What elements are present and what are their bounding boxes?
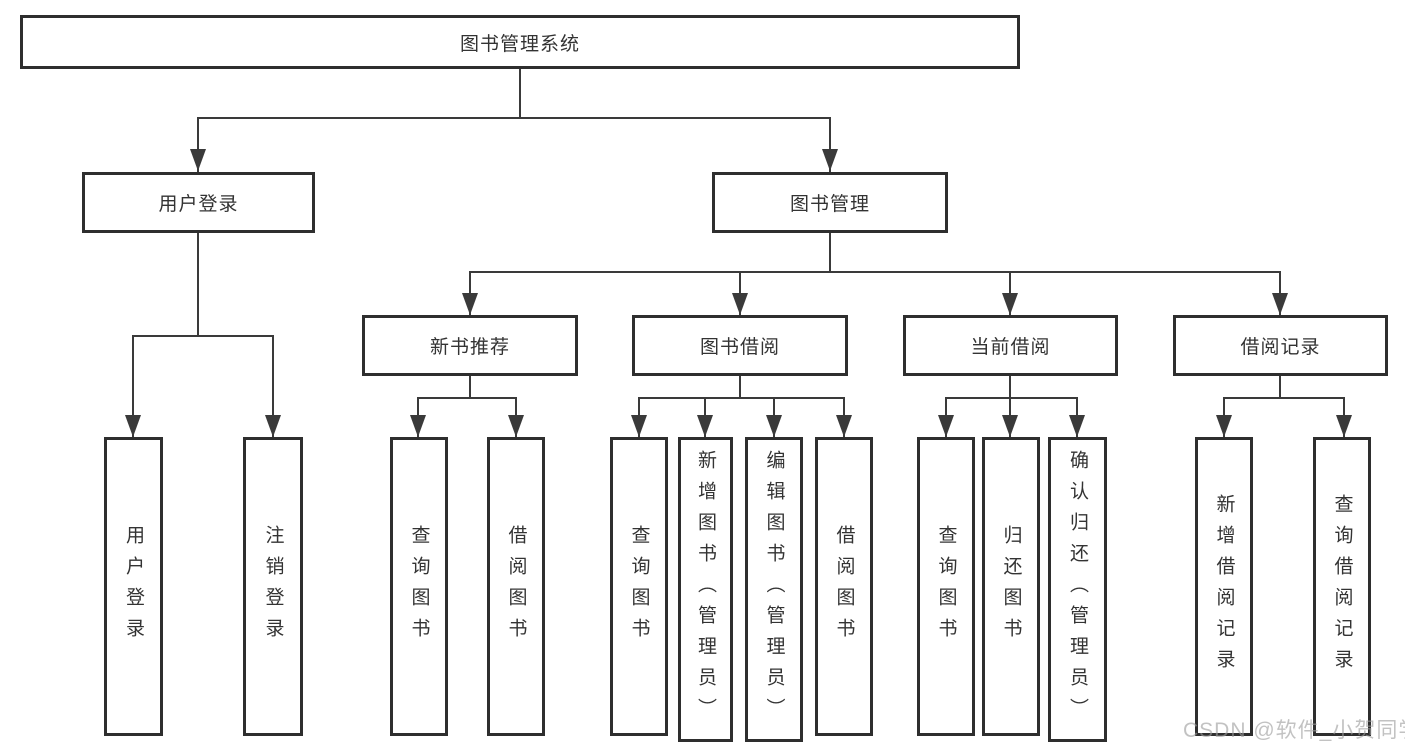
- leaf-edit-books-admin: 编辑图书（管理员）: [745, 437, 803, 742]
- connector-line: [417, 397, 517, 399]
- connector-line: [638, 397, 845, 399]
- node-book-management: 图书管理: [712, 172, 948, 233]
- arrowhead-icon: [938, 415, 954, 437]
- node-user-login: 用户登录: [82, 172, 315, 233]
- node-book-borrowing: 图书借阅: [632, 315, 848, 376]
- connector-line: [469, 376, 471, 399]
- connector-line: [197, 117, 831, 119]
- leaf-return-books: 归还图书: [982, 437, 1040, 736]
- leaf-label: 编辑图书（管理员）: [763, 450, 785, 729]
- leaf-query-books-borrowing: 查询图书: [610, 437, 668, 736]
- leaf-label: 查询借阅记录: [1331, 493, 1353, 680]
- leaf-query-books-current: 查询图书: [917, 437, 975, 736]
- leaf-label: 借阅图书: [505, 524, 527, 649]
- connector-line: [272, 335, 274, 437]
- leaf-query-books-recommend: 查询图书: [390, 437, 448, 736]
- connector-line: [739, 376, 741, 399]
- arrowhead-icon: [766, 415, 782, 437]
- leaf-user-login: 用户登录: [104, 437, 163, 736]
- arrowhead-icon: [836, 415, 852, 437]
- arrowhead-icon: [1002, 415, 1018, 437]
- connector-line: [1279, 376, 1281, 399]
- node-label: 新书推荐: [429, 337, 510, 358]
- node-label: 图书管理: [789, 194, 870, 215]
- arrowhead-icon: [1002, 293, 1018, 315]
- leaf-confirm-return-admin: 确认归还（管理员）: [1048, 437, 1107, 742]
- leaf-label: 新增借阅记录: [1213, 493, 1235, 680]
- node-library-management-system: 图书管理系统: [20, 15, 1020, 69]
- leaf-label: 查询图书: [935, 524, 957, 649]
- node-label: 图书借阅: [699, 337, 780, 358]
- connector-line: [132, 335, 274, 337]
- connector-line: [132, 335, 134, 437]
- arrowhead-icon: [125, 415, 141, 437]
- connector-line: [1223, 397, 1345, 399]
- node-new-book-recommendation: 新书推荐: [362, 315, 578, 376]
- arrowhead-icon: [1336, 415, 1352, 437]
- node-borrowing-records: 借阅记录: [1173, 315, 1388, 376]
- connector-line: [829, 233, 831, 272]
- arrowhead-icon: [462, 293, 478, 315]
- arrowhead-icon: [697, 415, 713, 437]
- arrowhead-icon: [1272, 293, 1288, 315]
- arrowhead-icon: [1069, 415, 1085, 437]
- connector-line: [469, 271, 1281, 273]
- node-label: 用户登录: [158, 194, 239, 215]
- arrowhead-icon: [508, 415, 524, 437]
- arrowhead-icon: [822, 149, 838, 171]
- leaf-label: 查询图书: [628, 524, 650, 649]
- leaf-label: 归还图书: [1000, 524, 1022, 649]
- leaf-label: 新增图书（管理员）: [695, 450, 716, 729]
- arrowhead-icon: [190, 149, 206, 171]
- leaf-label: 查询图书: [408, 524, 430, 649]
- leaf-add-borrow-record: 新增借阅记录: [1195, 437, 1253, 736]
- leaf-borrow-books-recommend: 借阅图书: [487, 437, 545, 736]
- csdn-watermark: CSDN @软件_小贺同学: [1183, 719, 1405, 742]
- leaf-label: 确认归还（管理员）: [1067, 450, 1088, 729]
- leaf-add-books-admin: 新增图书（管理员）: [678, 437, 733, 742]
- connector-line: [1009, 376, 1011, 399]
- node-label: 图书管理系统: [459, 33, 580, 55]
- node-current-borrowing: 当前借阅: [903, 315, 1118, 376]
- arrowhead-icon: [1216, 415, 1232, 437]
- leaf-borrow-books-borrowing: 借阅图书: [815, 437, 873, 736]
- leaf-label: 注销登录: [262, 524, 284, 649]
- node-label: 借阅记录: [1240, 337, 1321, 358]
- connector-line: [945, 397, 1078, 399]
- arrowhead-icon: [410, 415, 426, 437]
- arrowhead-icon: [631, 415, 647, 437]
- arrowhead-icon: [732, 293, 748, 315]
- connector-line: [197, 233, 199, 336]
- connector-line: [519, 69, 521, 118]
- connector-line: [829, 117, 831, 172]
- connector-line: [197, 117, 199, 172]
- arrowhead-icon: [265, 415, 281, 437]
- leaf-label: 用户登录: [123, 524, 144, 649]
- leaf-logout: 注销登录: [243, 437, 303, 736]
- leaf-query-borrow-record: 查询借阅记录: [1313, 437, 1371, 736]
- node-label: 当前借阅: [970, 337, 1051, 358]
- leaf-label: 借阅图书: [833, 524, 855, 649]
